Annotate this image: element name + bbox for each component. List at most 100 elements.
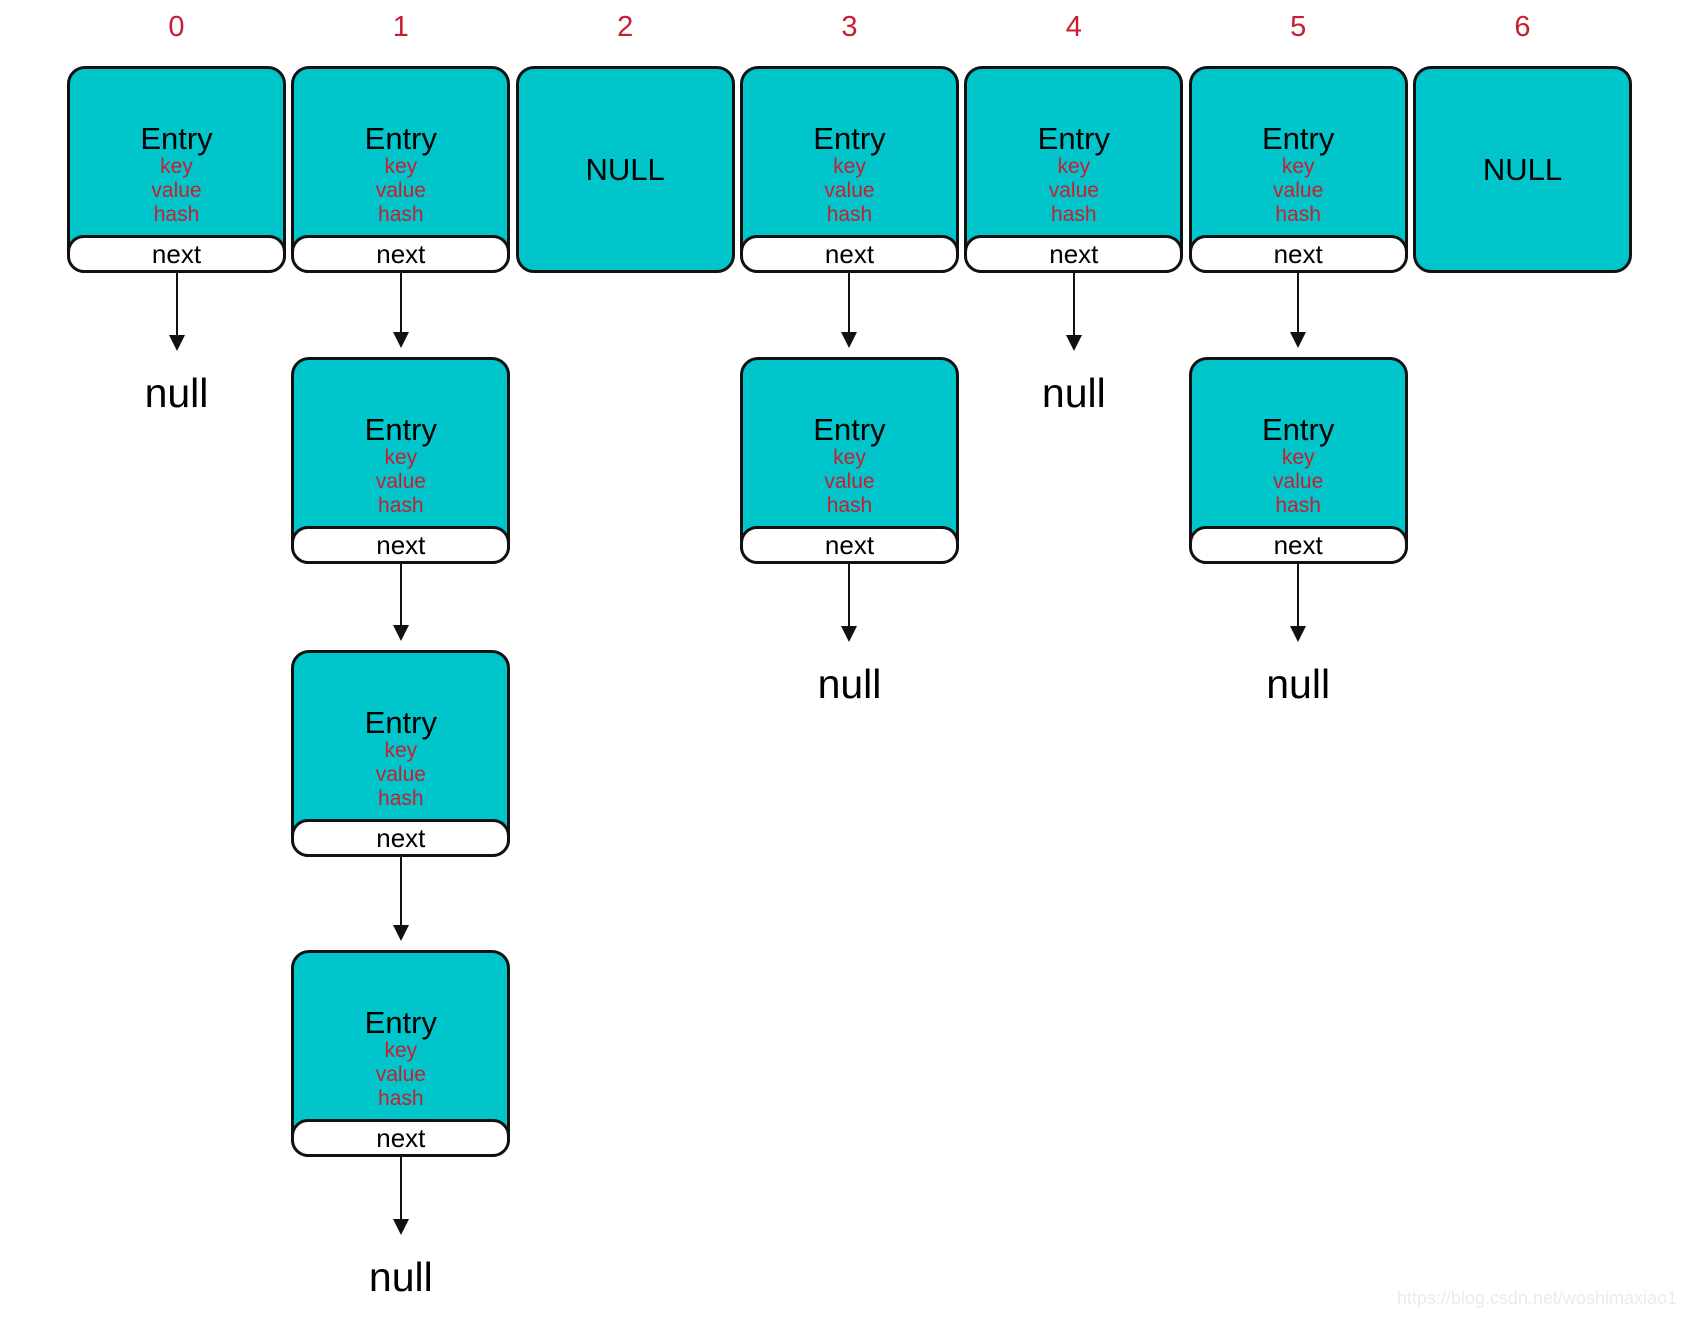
entry-field-label: value — [375, 1063, 426, 1086]
entry-field-label: value — [1048, 179, 1099, 202]
entry-field-label: key — [384, 739, 418, 762]
entry-field-label: value — [375, 470, 426, 493]
entry-title-label: Entry — [364, 705, 437, 740]
entry-field-label: key — [384, 446, 418, 469]
entry-field-label: hash — [378, 203, 424, 226]
entry-field-label: value — [824, 179, 875, 202]
entry-field-label: hash — [378, 1087, 424, 1110]
entry-title-label: Entry — [1261, 121, 1335, 156]
next-pointer-label: next — [376, 530, 426, 560]
bucket-index-label: 0 — [168, 11, 185, 43]
next-pointer-slot: next — [291, 1119, 511, 1157]
entry-field-label: value — [375, 763, 426, 786]
arrow-head-icon — [392, 925, 409, 941]
entry-field-label: key — [1281, 446, 1315, 469]
entry-field-label: hash — [1275, 203, 1321, 226]
next-pointer-arrow-line — [399, 857, 402, 925]
arrow-head-icon — [392, 1219, 409, 1235]
next-pointer-arrow-line — [848, 273, 851, 332]
entry-field-label: key — [384, 1039, 418, 1062]
next-pointer-slot: next — [739, 526, 959, 564]
null-terminator-label: null — [368, 1254, 433, 1300]
arrow-head-icon — [1065, 335, 1082, 351]
next-pointer-arrow-line — [175, 273, 178, 335]
next-pointer-label: next — [1049, 239, 1099, 269]
next-pointer-slot: next — [291, 235, 511, 273]
next-pointer-arrow-line — [399, 1157, 402, 1219]
empty-bucket-label: NULL — [1482, 151, 1563, 187]
arrow-head-icon — [841, 626, 858, 642]
bucket-index-label: 3 — [841, 11, 858, 43]
next-pointer-arrow-line — [848, 564, 851, 626]
next-pointer-slot: next — [739, 235, 959, 273]
next-pointer-label: next — [151, 239, 202, 269]
next-pointer-slot: next — [964, 235, 1184, 273]
empty-bucket-node: NULL — [515, 66, 735, 273]
next-pointer-label: next — [824, 239, 875, 269]
empty-bucket-label: NULL — [585, 151, 665, 187]
entry-title-label: Entry — [813, 121, 886, 156]
empty-bucket-node: NULL — [1412, 66, 1632, 273]
watermark-url: https://blog.csdn.net/woshimaxiao1 — [1396, 1288, 1677, 1308]
entry-field-label: value — [151, 179, 202, 202]
entry-field-label: hash — [153, 203, 200, 226]
bucket-index-label: 1 — [392, 11, 409, 43]
next-pointer-slot: next — [1188, 235, 1408, 273]
entry-field-label: key — [160, 155, 193, 178]
entry-field-label: key — [1281, 155, 1315, 178]
next-pointer-label: next — [376, 239, 426, 269]
next-pointer-arrow-line — [1297, 564, 1300, 626]
entry-field-label: value — [1273, 179, 1324, 202]
next-pointer-slot: next — [67, 235, 286, 273]
bucket-index-label: 4 — [1065, 11, 1082, 43]
null-terminator-label: null — [1266, 661, 1331, 707]
next-pointer-label: next — [1273, 239, 1323, 269]
entry-title-label: Entry — [140, 121, 213, 156]
entry-field-label: hash — [1275, 494, 1321, 517]
next-pointer-slot: next — [291, 819, 511, 857]
entry-field-label: value — [824, 470, 875, 493]
next-pointer-label: next — [824, 530, 875, 560]
entry-field-label: value — [1273, 470, 1324, 493]
null-terminator-label: null — [817, 661, 882, 707]
next-pointer-label: next — [376, 823, 426, 853]
arrow-head-icon — [392, 332, 409, 348]
arrow-head-icon — [1290, 332, 1307, 348]
null-terminator-label: null — [144, 370, 209, 416]
entry-field-label: value — [375, 179, 426, 202]
next-pointer-slot: next — [1188, 526, 1408, 564]
entry-field-label: key — [1057, 155, 1091, 178]
next-pointer-arrow-line — [1297, 273, 1300, 332]
entry-field-label: key — [833, 155, 866, 178]
null-terminator-label: null — [1041, 370, 1106, 416]
entry-title-label: Entry — [364, 1005, 437, 1040]
arrow-head-icon — [168, 335, 185, 351]
entry-field-label: key — [833, 446, 866, 469]
entry-title-label: Entry — [813, 412, 886, 447]
bucket-index-label: 2 — [617, 11, 634, 43]
entry-field-label: key — [384, 155, 418, 178]
arrow-head-icon — [1290, 626, 1307, 642]
next-pointer-label: next — [376, 1123, 426, 1153]
entry-title-label: Entry — [1037, 121, 1110, 156]
entry-title-label: Entry — [364, 412, 437, 447]
bucket-index-label: 5 — [1290, 11, 1307, 43]
bucket-index-label: 6 — [1514, 11, 1531, 43]
